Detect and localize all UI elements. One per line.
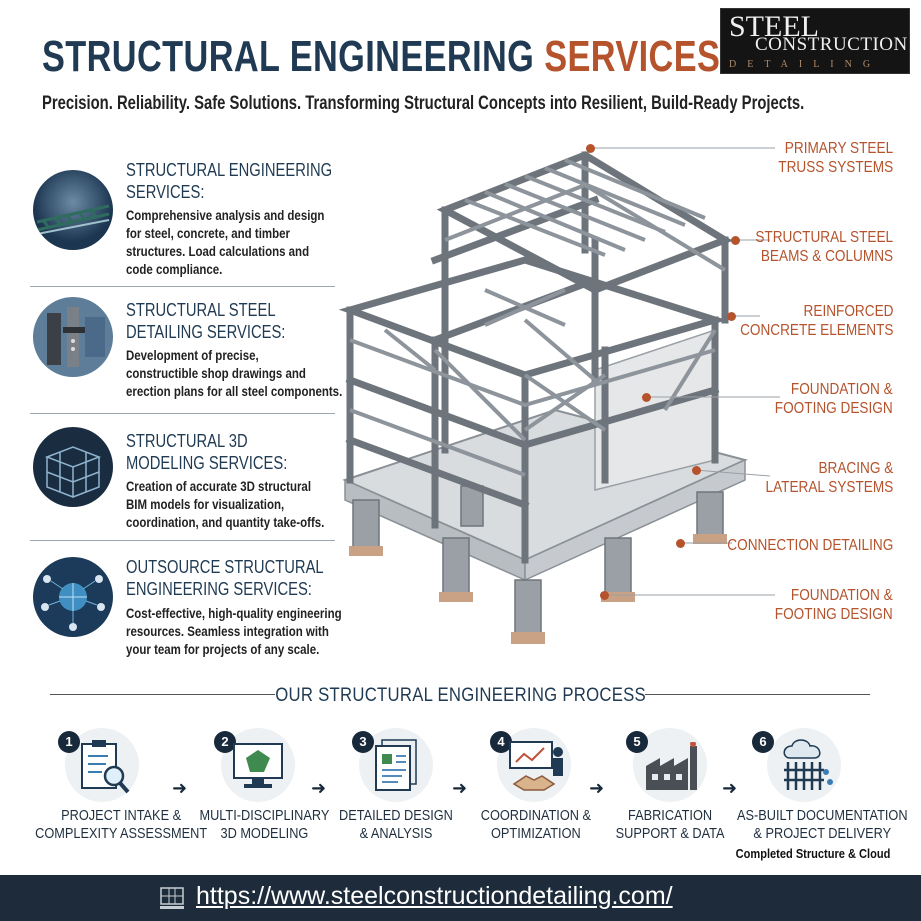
step-number: 2 <box>214 731 236 753</box>
process-step-4-label: COORDINATION &OPTIMIZATION <box>480 807 592 842</box>
page-title: STRUCTURAL ENGINEERING SERVICES <box>42 32 720 82</box>
page-subtitle: Precision. Reliability. Safe Solutions. … <box>42 93 805 114</box>
arrow-right-icon: ➜ <box>722 778 738 798</box>
bridge-truss-icon <box>33 170 113 250</box>
process-step-6-sublabel: Completed Structure & Cloud <box>735 846 891 861</box>
process-step-3-label: DETAILED DESIGN& ANALYSIS <box>339 807 453 842</box>
footer-bar: https://www.steelconstructiondetailing.c… <box>0 875 921 921</box>
callout-connection-detailing: CONNECTION DETAILING <box>727 537 893 554</box>
company-logo[interactable]: STEEL CONSTRUCTION DETAILING <box>720 8 910 74</box>
callout-dot <box>676 539 685 548</box>
arrow-right-icon: ➜ <box>589 778 605 798</box>
service-4-desc: Cost-effective, high-quality engineering… <box>126 605 342 657</box>
arrow-right-icon: ➜ <box>311 778 327 798</box>
clipboard-search-icon <box>81 740 130 794</box>
callout-leader-lines <box>590 147 780 596</box>
drawings-icon <box>375 739 417 791</box>
process-rule-left <box>50 694 275 695</box>
step-number: 5 <box>626 731 648 753</box>
service-divider <box>30 413 335 414</box>
logo-line3: DETAILING <box>729 59 882 70</box>
building-logo-icon <box>160 887 184 909</box>
website-link[interactable]: https://www.steelconstructiondetailing.c… <box>196 882 673 910</box>
factory-icon <box>646 742 697 790</box>
handshake-icon <box>509 741 563 791</box>
title-main: STRUCTURAL ENGINEERING <box>42 32 535 81</box>
service-divider <box>30 540 335 541</box>
callout-foundation-footing-2: FOUNDATION &FOOTING DESIGN <box>775 587 893 623</box>
logo-line1: STEEL <box>729 10 819 43</box>
global-network-icon <box>33 557 113 637</box>
step-number: 4 <box>490 731 512 753</box>
service-2-desc: Development of precise,constructible sho… <box>126 347 343 399</box>
process-rule-right <box>645 694 870 695</box>
callout-bracing-lateral: BRACING &LATERAL SYSTEMS <box>765 460 893 496</box>
process-title: OUR STRUCTURAL ENGINEERING PROCESS <box>275 685 646 706</box>
service-divider <box>30 286 335 287</box>
steel-beam-icon <box>33 297 113 377</box>
callout-dot <box>586 144 595 153</box>
callout-dot <box>600 591 609 600</box>
callout-foundation-footing-1: FOUNDATION &FOOTING DESIGN <box>775 381 893 417</box>
arrow-right-icon: ➜ <box>172 778 188 798</box>
cloud-building-icon <box>783 739 833 790</box>
step-number: 3 <box>352 731 374 753</box>
monitor-model-icon <box>233 743 283 788</box>
arrow-right-icon: ➜ <box>452 778 468 798</box>
wireframe-model-icon <box>33 427 113 507</box>
callout-dot <box>642 393 651 402</box>
process-step-1-label: PROJECT INTAKE &COMPLEXITY ASSESSMENT <box>35 807 208 842</box>
callout-dot <box>731 236 740 245</box>
callout-dot <box>727 312 736 321</box>
callout-dot <box>692 466 701 475</box>
title-accent: SERVICES <box>544 32 721 81</box>
step-number: 1 <box>58 731 80 753</box>
steel-frame-building-illustration <box>338 151 748 644</box>
logo-line2: CONSTRUCTION <box>755 34 908 55</box>
process-step-6-label: AS-BUILT DOCUMENTATION& PROJECT DELIVERY <box>737 807 908 842</box>
step-number: 6 <box>752 731 774 753</box>
